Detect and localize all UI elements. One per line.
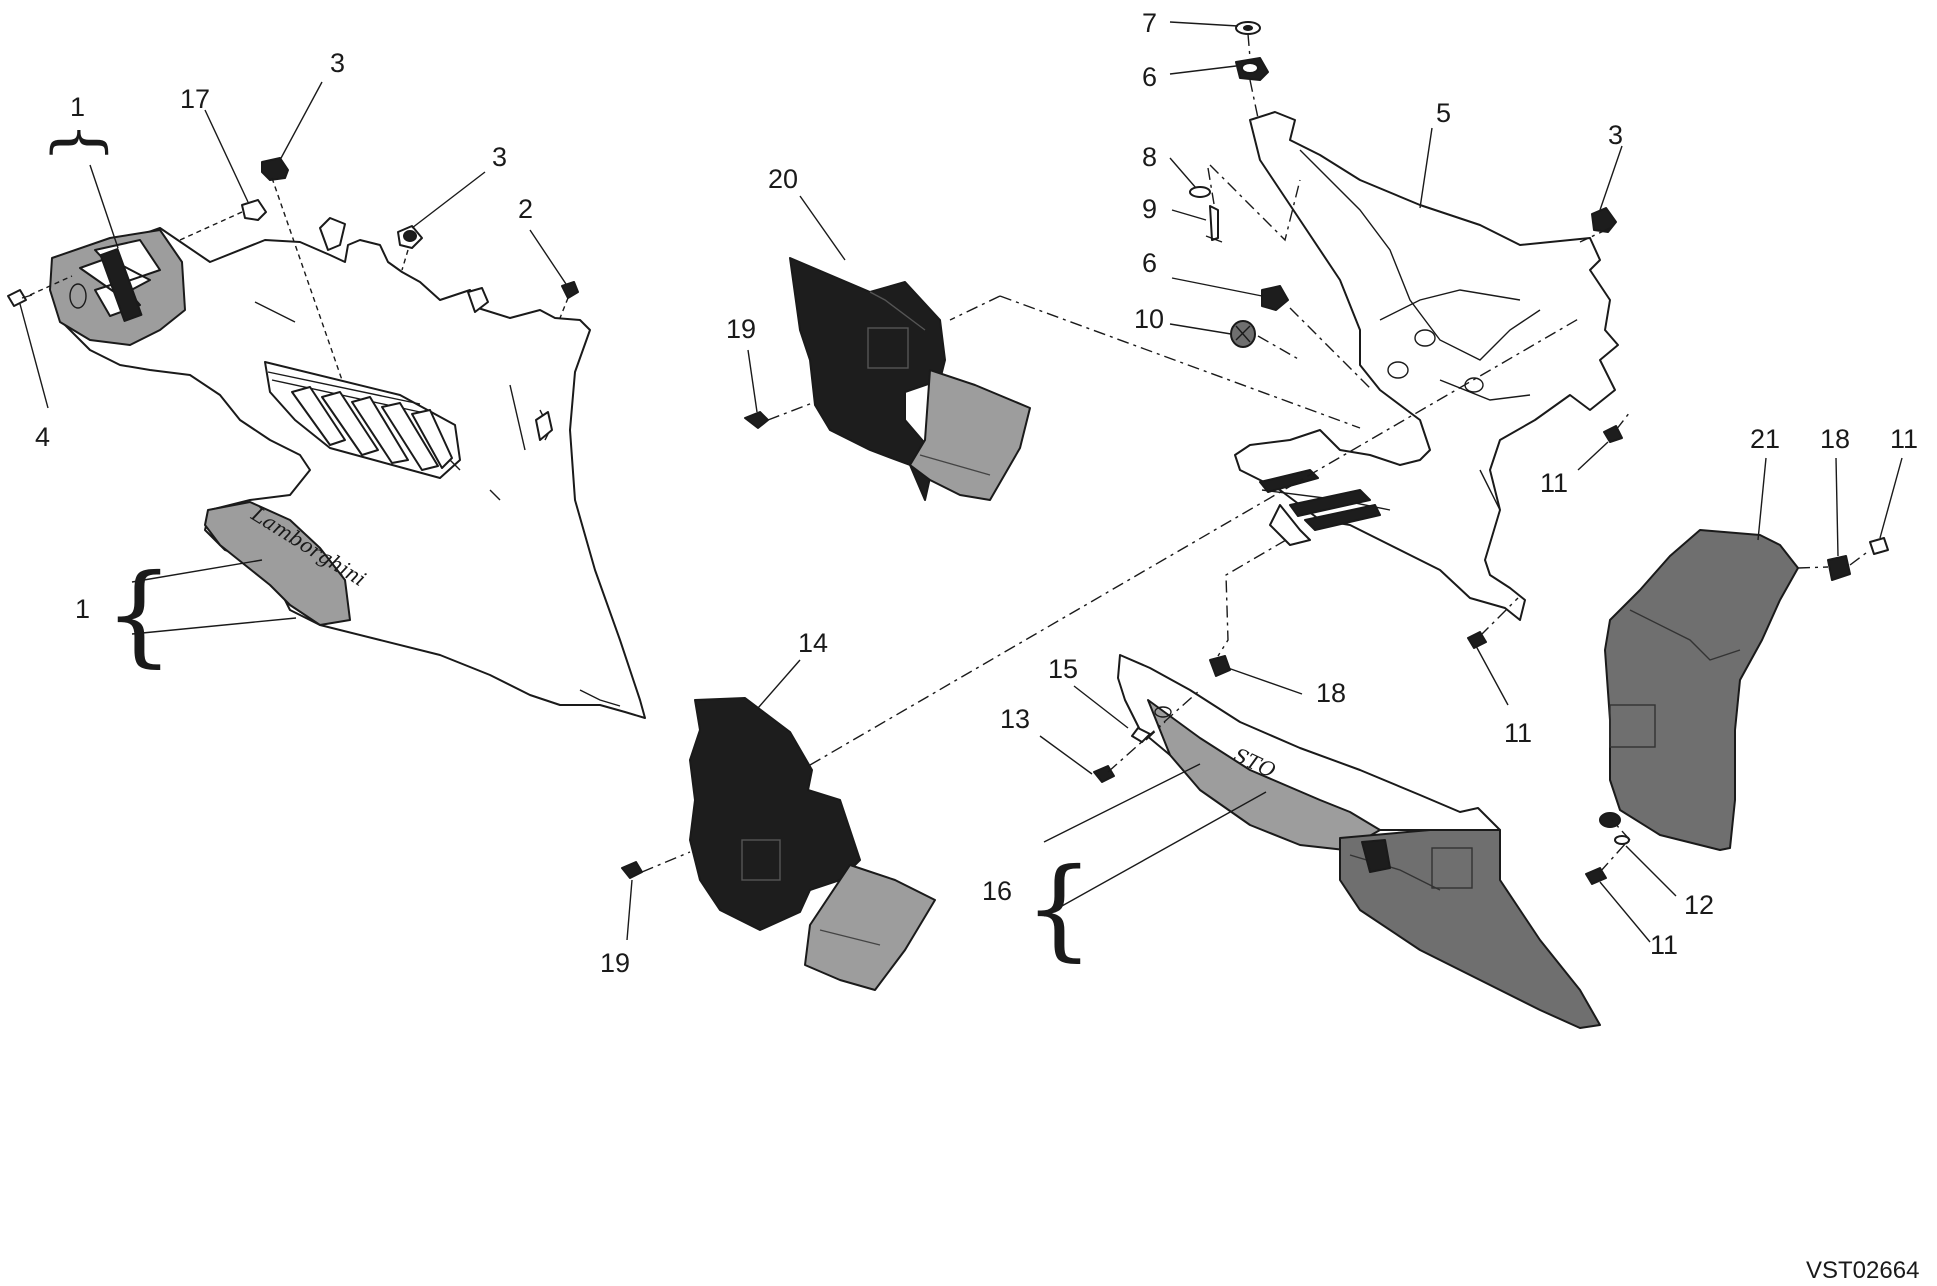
callout-18-b: 18 [1820, 424, 1850, 454]
side-fairing-part-1: Lamborghini [49, 217, 646, 719]
callout-1-top: 1 [70, 92, 85, 122]
callout-3-a: 3 [330, 48, 345, 78]
callout-21: 21 [1750, 424, 1780, 454]
callout-6-b: 6 [1142, 248, 1157, 278]
brace-part-1-side: { [104, 550, 174, 678]
clip-part-18-b [1827, 555, 1851, 581]
callout-20: 20 [768, 164, 798, 194]
callout-10: 10 [1134, 304, 1164, 334]
callout-5: 5 [1436, 98, 1451, 128]
callout-13: 13 [1000, 704, 1030, 734]
screw-part-19-b [621, 861, 643, 879]
callout-11-b: 11 [1504, 718, 1532, 748]
washer-part-8 [1189, 186, 1211, 198]
callout-11-c: 11 [1890, 424, 1918, 454]
callout-4: 4 [35, 422, 50, 452]
screw-part-11-a [1603, 425, 1623, 443]
callout-7: 7 [1142, 8, 1157, 38]
callout-18-a: 18 [1316, 678, 1346, 708]
brace-part-16: { [1024, 844, 1094, 972]
callout-16: 16 [982, 876, 1012, 906]
screw-part-13 [1093, 765, 1115, 783]
callout-19-b: 19 [600, 948, 630, 978]
air-duct-part-20 [789, 257, 1031, 501]
callout-15: 15 [1048, 654, 1078, 684]
grommet-part-3-c [1591, 207, 1617, 233]
screw-part-9 [1205, 205, 1223, 243]
drawing-code: VST02664 [1806, 1257, 1919, 1284]
callout-3-b: 3 [492, 142, 507, 172]
screw-part-11-c [1869, 537, 1889, 555]
screw-part-2 [561, 281, 579, 299]
grommet-part-6-b [1261, 285, 1289, 311]
grommet-part-3-b [397, 225, 423, 249]
callout-12: 12 [1684, 890, 1714, 920]
nut-part-10 [1230, 320, 1256, 348]
callout-6-a: 6 [1142, 62, 1157, 92]
screw-part-11-b [1467, 631, 1487, 649]
callout-labels: 1 17 3 3 2 4 1 20 19 14 19 7 6 8 9 6 10 … [35, 8, 1918, 978]
screw-part-19-a [744, 411, 769, 429]
callout-11-d: 11 [1650, 930, 1678, 960]
washer-part-12 [1614, 835, 1630, 845]
callout-17: 17 [180, 84, 210, 114]
callout-9: 9 [1142, 194, 1157, 224]
brace-part-1-top: { [44, 122, 118, 163]
screw-part-4 [7, 289, 33, 307]
callout-2: 2 [518, 194, 533, 224]
leader-lines [19, 21, 1903, 943]
callout-11-a: 11 [1540, 468, 1568, 498]
callout-8: 8 [1142, 142, 1157, 172]
assembly-lines [29, 33, 1871, 873]
callout-19-a: 19 [726, 314, 756, 344]
air-duct-part-14 [689, 697, 936, 991]
grommet-part-17 [241, 199, 267, 221]
clip-part-18-a [1209, 655, 1231, 677]
callout-3-c: 3 [1608, 120, 1623, 150]
callout-1-side: 1 [75, 594, 90, 624]
washer-part-7 [1235, 21, 1261, 35]
air-duct-part-21 [1599, 529, 1799, 851]
screw-part-11-d [1585, 867, 1607, 885]
callout-14: 14 [798, 628, 828, 658]
inner-panel-part-5 [1234, 111, 1619, 621]
fairing-vent-grille [264, 361, 461, 479]
grommet-part-3-a [261, 157, 289, 181]
lower-side-panel-part-16: STO [1117, 654, 1601, 1029]
grommet-part-6-a [1235, 57, 1269, 81]
